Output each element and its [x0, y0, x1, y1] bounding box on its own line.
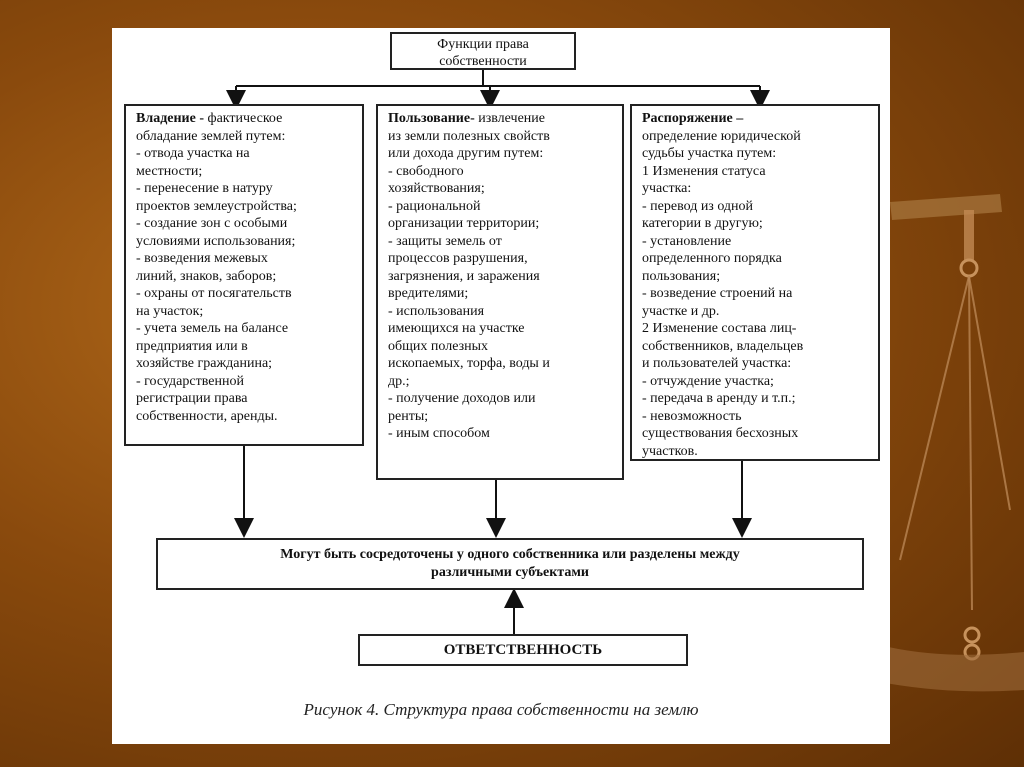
column-line: извлечение: [474, 111, 545, 126]
column-line: 1 Изменения статуса: [642, 163, 766, 179]
column-line: - охраны от посягательств: [136, 286, 292, 301]
column-line: - получение доходов или: [388, 391, 536, 406]
title-box: Функции права собственности: [390, 32, 576, 70]
column-line: - защиты земель от: [388, 233, 502, 249]
column-line: - использования: [388, 303, 485, 319]
column-line: линий, знаков, заборов;: [136, 268, 277, 284]
column-line: участка:: [642, 181, 692, 196]
column-heading: Владение -: [136, 111, 204, 126]
column-line: собственности, аренды.: [136, 408, 278, 424]
column-line: условиями использования;: [136, 233, 296, 249]
column-line: хозяйстве гражданина;: [136, 356, 273, 371]
column-line: обладание землей путем:: [136, 128, 286, 144]
column-line: - установление: [642, 233, 732, 249]
column-line: имеющихся на участке: [388, 321, 525, 336]
column-line: ископаемых, торфа, воды и: [388, 356, 550, 371]
merge-text-line-2: различными субъектами: [431, 565, 589, 580]
scales-decoration-icon: [880, 194, 1024, 692]
column-line: из земли полезных свойств: [388, 128, 550, 144]
column-line: - рациональной: [388, 198, 481, 214]
column-line: участке и др.: [642, 303, 720, 319]
column-usage: Пользование- извлечение из земли полезны…: [376, 104, 624, 480]
column-line: - создание зон с особыми: [136, 216, 288, 231]
column-line: пользования;: [642, 268, 721, 284]
column-line: определение юридической: [642, 128, 801, 144]
diagram-slide: Функции права собственности Владение - ф…: [112, 28, 890, 744]
column-line: существования бесхозных: [642, 426, 799, 441]
merge-box: Могут быть сосредоточены у одного собств…: [156, 538, 864, 590]
responsibility-box: ОТВЕТСТВЕННОСТЬ: [358, 634, 688, 666]
column-line: - государственной: [136, 373, 244, 389]
responsibility-label: ОТВЕТСТВЕННОСТЬ: [443, 642, 603, 658]
column-line: - перенесение в натуру: [136, 181, 273, 196]
column-heading: Пользование-: [388, 111, 475, 126]
column-line: загрязнения, и заражения: [388, 268, 540, 284]
merge-text-line-1: Могут быть сосредоточены у одного собств…: [280, 547, 740, 562]
column-line: проектов землеустройства;: [136, 198, 297, 214]
column-line: процессов разрушения,: [388, 251, 528, 266]
column-line: определенного порядка: [642, 251, 782, 266]
connector-lines: [226, 70, 770, 634]
column-line: общих полезных: [388, 338, 489, 354]
column-line: - учета земель на балансе: [136, 321, 289, 336]
column-line: организации территории;: [388, 216, 540, 231]
column-line: - передача в аренду и т.п.;: [642, 391, 796, 406]
column-line: - невозможность: [642, 408, 742, 424]
column-line: - перевод из одной: [642, 198, 754, 214]
column-line: вредителями;: [388, 286, 469, 301]
column-line: и пользователей участка:: [642, 356, 792, 371]
column-line: др.;: [388, 373, 410, 389]
column-line: ренты;: [388, 408, 429, 424]
column-line: фактическое: [204, 111, 283, 126]
column-heading: Распоряжение –: [642, 111, 744, 126]
column-line: регистрации права: [136, 391, 248, 406]
column-disposal: Распоряжение – определение юридической с…: [630, 104, 880, 461]
column-line: хозяйствования;: [388, 181, 485, 196]
column-line: - возведение строений на: [642, 286, 793, 301]
column-line: - свободного: [388, 163, 464, 179]
column-line: - отчуждение участка;: [642, 373, 774, 389]
column-line: - отвода участка на: [136, 146, 250, 161]
column-line: - иным способом: [388, 426, 490, 441]
column-line: местности;: [136, 163, 203, 179]
figure-caption: Рисунок 4. Структура права собственности…: [303, 700, 699, 719]
column-line: судьбы участка путем:: [642, 146, 777, 161]
column-line: - возведения межевых: [136, 251, 268, 266]
column-line: категории в другую;: [642, 216, 763, 231]
column-line: на участок;: [136, 303, 204, 319]
column-line: 2 Изменение состава лиц-: [642, 321, 797, 336]
diagram-title: Функции права собственности: [437, 37, 529, 69]
column-line: или дохода другим путем:: [388, 146, 544, 161]
column-line: предприятия или в: [136, 338, 248, 354]
column-line: участков.: [642, 443, 698, 459]
column-line: собственников, владельцев: [642, 338, 804, 354]
column-ownership: Владение - фактическое обладание землей …: [124, 104, 364, 446]
